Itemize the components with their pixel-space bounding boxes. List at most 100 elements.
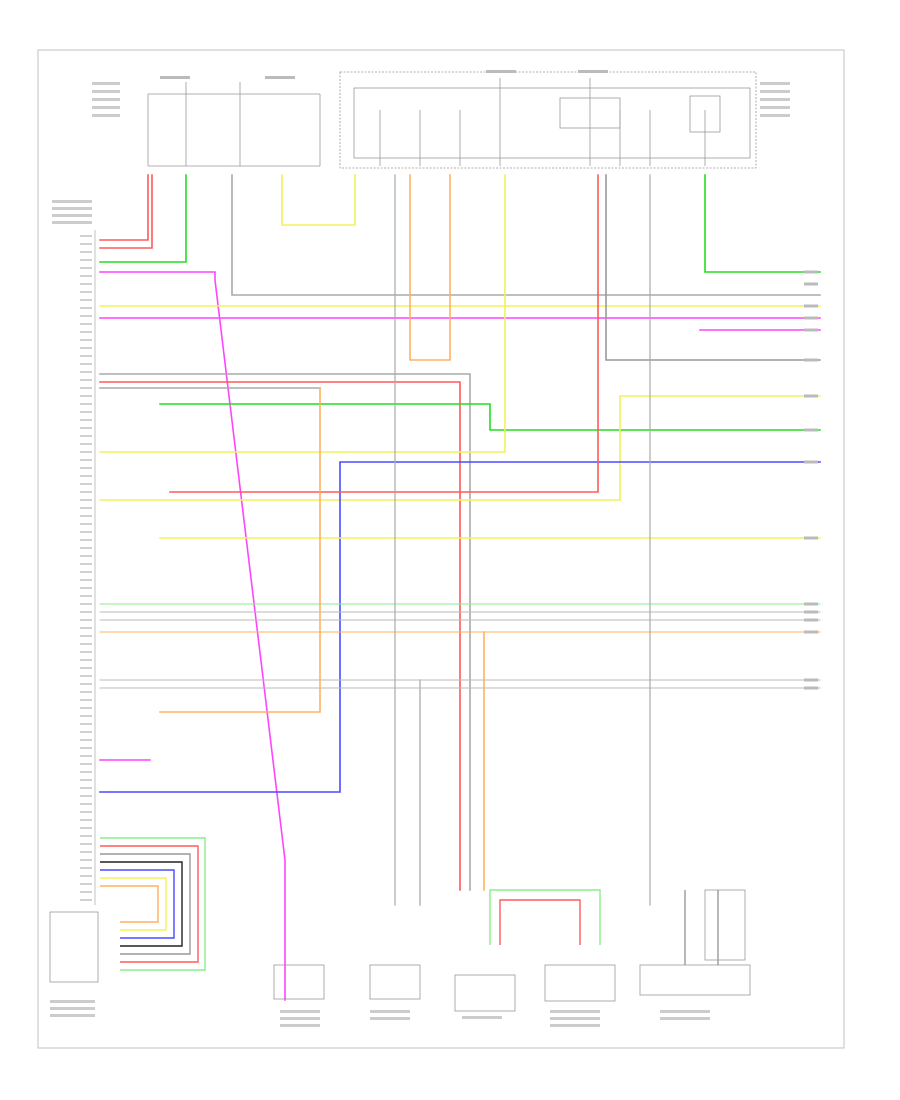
- pin-label: [80, 251, 92, 253]
- pin-label: [80, 483, 92, 485]
- bottom-connector-group: [273, 889, 751, 1012]
- pin-label: [80, 835, 92, 837]
- pin-label: [80, 635, 92, 637]
- terminal-label: [804, 618, 818, 622]
- pin-label: [80, 683, 92, 685]
- ecm-pin-column: [52, 200, 96, 905]
- pin-label: [80, 603, 92, 605]
- pin-label: [80, 243, 92, 245]
- pin-label: [80, 523, 92, 525]
- pin-label: [80, 755, 92, 757]
- pin-label: [80, 819, 92, 821]
- pin-label: [80, 587, 92, 589]
- pin-label: [80, 363, 92, 365]
- pin-label: [80, 579, 92, 581]
- pin-label: [80, 355, 92, 357]
- pin-label: [80, 539, 92, 541]
- bottom-labels: [50, 1000, 710, 1027]
- pin-label: [80, 387, 92, 389]
- pin-label: [80, 547, 92, 549]
- pin-label: [80, 555, 92, 557]
- pin-label: [80, 739, 92, 741]
- pin-label: [80, 651, 92, 653]
- pin-label: [80, 259, 92, 261]
- terminal-label: [804, 270, 818, 274]
- pin-label: [80, 307, 92, 309]
- pin-label: [80, 475, 92, 477]
- terminal-label: [804, 394, 818, 398]
- pin-label: [80, 787, 92, 789]
- terminal-label: [804, 602, 818, 606]
- pin-label: [80, 347, 92, 349]
- pin-label: [80, 619, 92, 621]
- pin-label: [80, 715, 92, 717]
- terminal-label: [804, 610, 818, 614]
- combination-meter-wiring: [100, 837, 206, 971]
- terminal-label: [804, 678, 818, 682]
- pin-label: [80, 627, 92, 629]
- pin-label: [80, 707, 92, 709]
- pin-label: [80, 507, 92, 509]
- pin-label: [80, 771, 92, 773]
- pin-label: [80, 731, 92, 733]
- terminal-label: [804, 428, 818, 432]
- terminal-label: [804, 536, 818, 540]
- pin-label: [80, 371, 92, 373]
- terminal-label: [804, 316, 818, 320]
- pin-label: [80, 459, 92, 461]
- pin-label: [80, 299, 92, 301]
- pin-label: [80, 291, 92, 293]
- pin-label: [80, 283, 92, 285]
- pin-label: [80, 315, 92, 317]
- right-edge-terminals: [804, 270, 818, 690]
- pin-label: [80, 827, 92, 829]
- pin-label: [80, 659, 92, 661]
- pin-label: [80, 331, 92, 333]
- pin-label: [80, 899, 92, 901]
- pin-label: [80, 467, 92, 469]
- pin-label: [80, 443, 92, 445]
- pin-label: [80, 675, 92, 677]
- pin-label: [80, 723, 92, 725]
- pin-label: [80, 419, 92, 421]
- pin-label: [80, 667, 92, 669]
- pin-label: [80, 867, 92, 869]
- terminal-label: [804, 304, 818, 308]
- pin-label: [80, 803, 92, 805]
- top-relay-box: [147, 71, 757, 169]
- pin-label: [80, 691, 92, 693]
- pin-label: [80, 427, 92, 429]
- pin-label: [80, 563, 92, 565]
- pin-label: [80, 643, 92, 645]
- pin-label: [80, 379, 92, 381]
- pin-label: [80, 403, 92, 405]
- pin-label: [80, 851, 92, 853]
- terminal-label: [804, 630, 818, 634]
- pin-label: [80, 451, 92, 453]
- pin-label: [80, 859, 92, 861]
- pin-label: [80, 843, 92, 845]
- pin-label: [80, 275, 92, 277]
- diagram-border: [37, 49, 845, 1049]
- terminal-label: [804, 282, 818, 286]
- pin-label: [80, 267, 92, 269]
- pin-label: [80, 763, 92, 765]
- pin-label: [80, 571, 92, 573]
- pin-label: [80, 323, 92, 325]
- pin-label: [80, 875, 92, 877]
- terminal-label: [804, 358, 818, 362]
- pin-label: [80, 699, 92, 701]
- pin-label: [80, 499, 92, 501]
- terminal-label: [804, 686, 818, 690]
- pin-label: [80, 891, 92, 893]
- top-labels: [92, 70, 790, 117]
- pin-label: [80, 515, 92, 517]
- pin-label: [80, 339, 92, 341]
- terminal-label: [804, 328, 818, 332]
- wire-harness: [99, 174, 821, 1001]
- pin-label-ticks: [80, 235, 92, 901]
- pin-label: [80, 811, 92, 813]
- pin-label: [80, 411, 92, 413]
- combination-meter-module: [49, 911, 99, 983]
